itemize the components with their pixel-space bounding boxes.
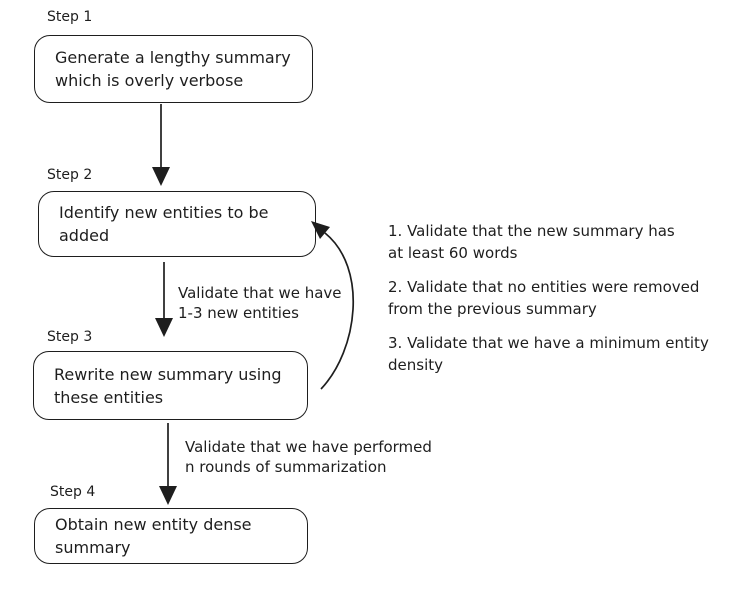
step-3-label: Step 3 <box>47 329 93 345</box>
step-1-box: Generate a lengthy summary which is over… <box>34 35 313 103</box>
step-2-box: Identify new entities to be added <box>38 191 316 257</box>
validation-note-2: 2. Validate that no entities were remove… <box>388 278 700 318</box>
step-4-box-text: Obtain new entity dense summary <box>55 515 252 557</box>
step-2-box-text: Identify new entities to be added <box>59 203 269 245</box>
validation-note-1: 1. Validate that the new summary has at … <box>388 222 675 262</box>
step-1-label: Step 1 <box>47 9 93 25</box>
validation-notes-list: 1. Validate that the new summary has at … <box>388 220 718 388</box>
arrow-step2-step3 <box>155 262 173 337</box>
step-1-box-text: Generate a lengthy summary which is over… <box>55 48 291 90</box>
arrow-step3-step4 <box>159 423 177 505</box>
step-4-label: Step 4 <box>50 484 96 500</box>
validation-note-3: 3. Validate that we have a minimum entit… <box>388 334 709 374</box>
step-3-box: Rewrite new summary using these entities <box>33 351 308 420</box>
step-3-box-text: Rewrite new summary using these entities <box>54 364 282 407</box>
arrow-step1-step2 <box>152 104 170 186</box>
step-4-box: Obtain new entity dense summary <box>34 508 308 564</box>
step-2-label: Step 2 <box>47 167 93 183</box>
edge-label-step3-step4: Validate that we have performed n rounds… <box>185 438 432 476</box>
edge-label-step2-step3: Validate that we have 1-3 new entities <box>178 284 342 322</box>
